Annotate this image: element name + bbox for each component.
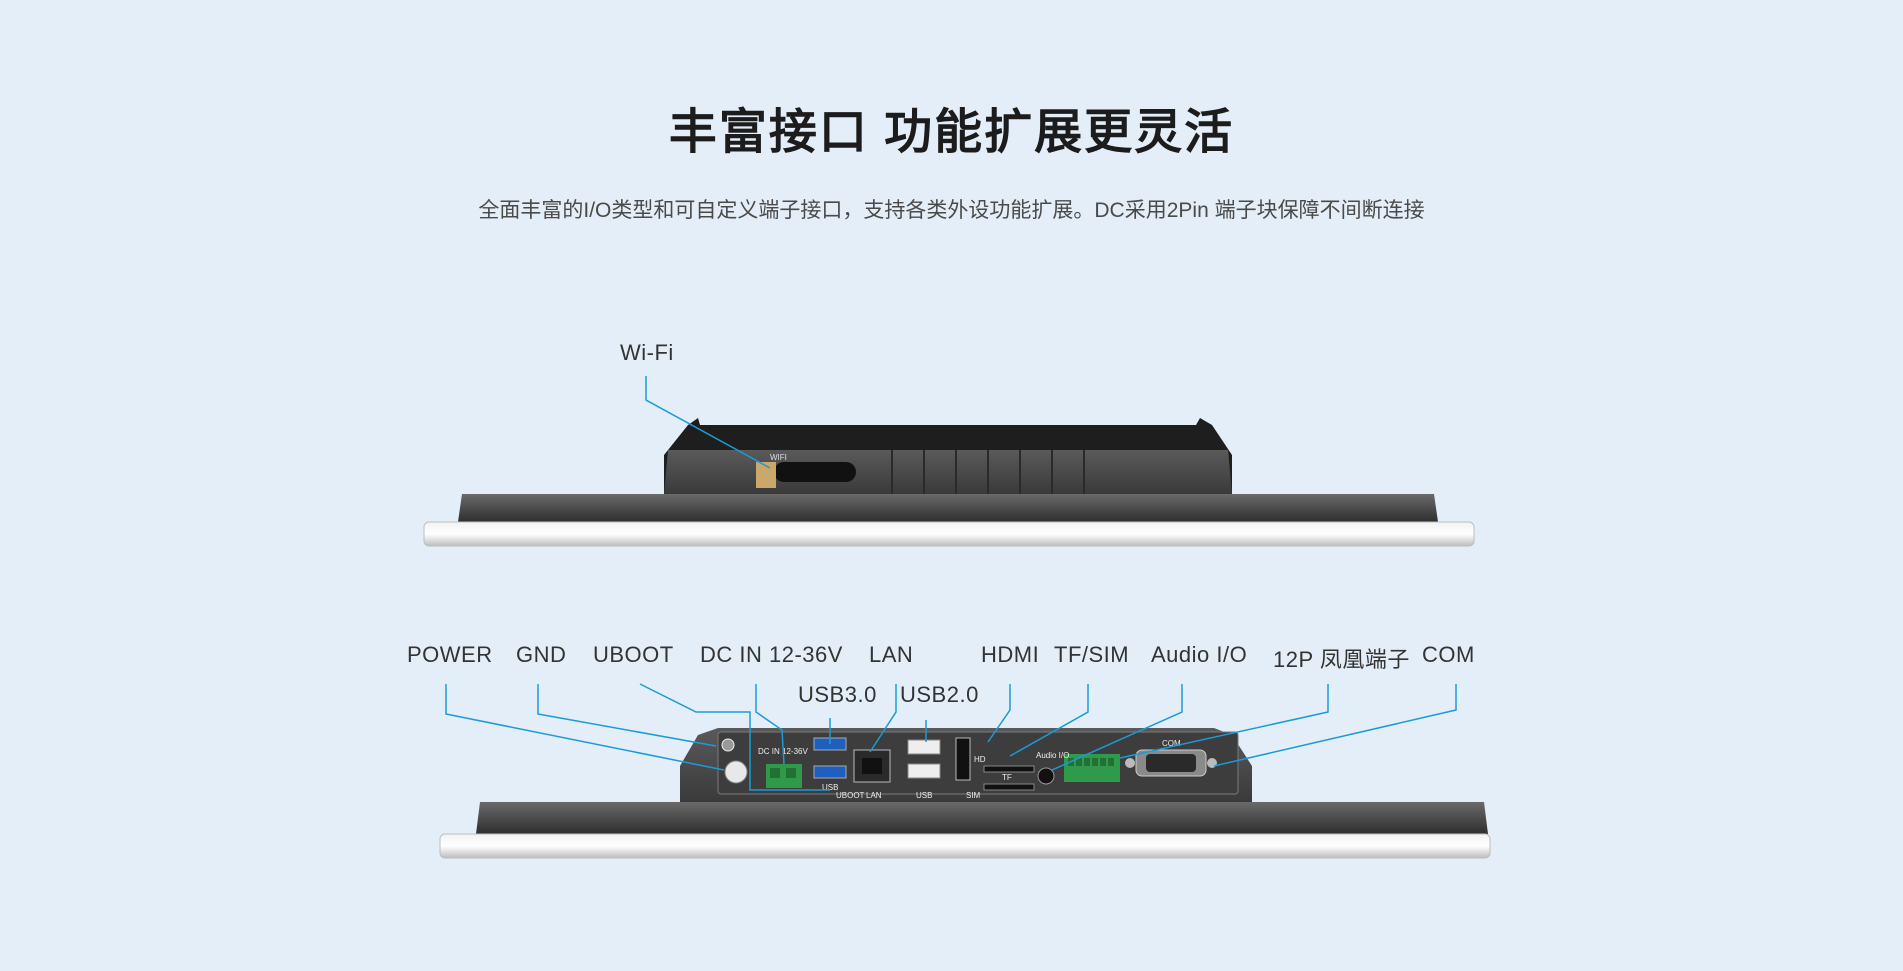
bottom-view-device: DC IN 12-36V USB UBOOT LAN USB SIM TF HD… (439, 728, 1491, 859)
print-sim: SIM (966, 791, 981, 800)
print-lan: LAN (866, 791, 882, 800)
print-hd: HD (974, 755, 986, 764)
print-tf: TF (1002, 773, 1012, 782)
label-phoenix-12p: 12P 凤凰端子 (1273, 647, 1410, 672)
label-com: COM (1422, 642, 1475, 667)
label-uboot: UBOOT (593, 642, 674, 667)
label-lan: LAN (869, 642, 914, 667)
label-gnd: GND (516, 642, 567, 667)
print-audio: Audio I/O (1036, 751, 1069, 760)
print-com: COM (1162, 739, 1181, 748)
label-power: POWER (407, 642, 493, 667)
print-usb2: USB (916, 791, 932, 800)
label-hdmi: HDMI (981, 642, 1040, 667)
label-usb2: USB2.0 (900, 682, 979, 707)
label-dc-in: DC IN 12-36V (700, 642, 843, 667)
top-view-device: WIFI (423, 418, 1475, 547)
label-tf-sim: TF/SIM (1054, 642, 1130, 667)
page-subtitle: 全面丰富的I/O类型和可自定义端子接口，支持各类外设功能扩展。DC采用2Pin … (478, 199, 1425, 222)
page-title: 丰富接口 功能扩展更灵活 (668, 106, 1235, 159)
label-usb3: USB3.0 (798, 682, 877, 707)
wifi-print: WIFI (770, 453, 787, 462)
print-uboot: UBOOT (836, 791, 865, 800)
label-wifi: Wi-Fi (620, 340, 674, 365)
leader-lines (445, 376, 1457, 791)
label-audio: Audio I/O (1151, 642, 1248, 667)
print-usb: USB (822, 783, 838, 792)
